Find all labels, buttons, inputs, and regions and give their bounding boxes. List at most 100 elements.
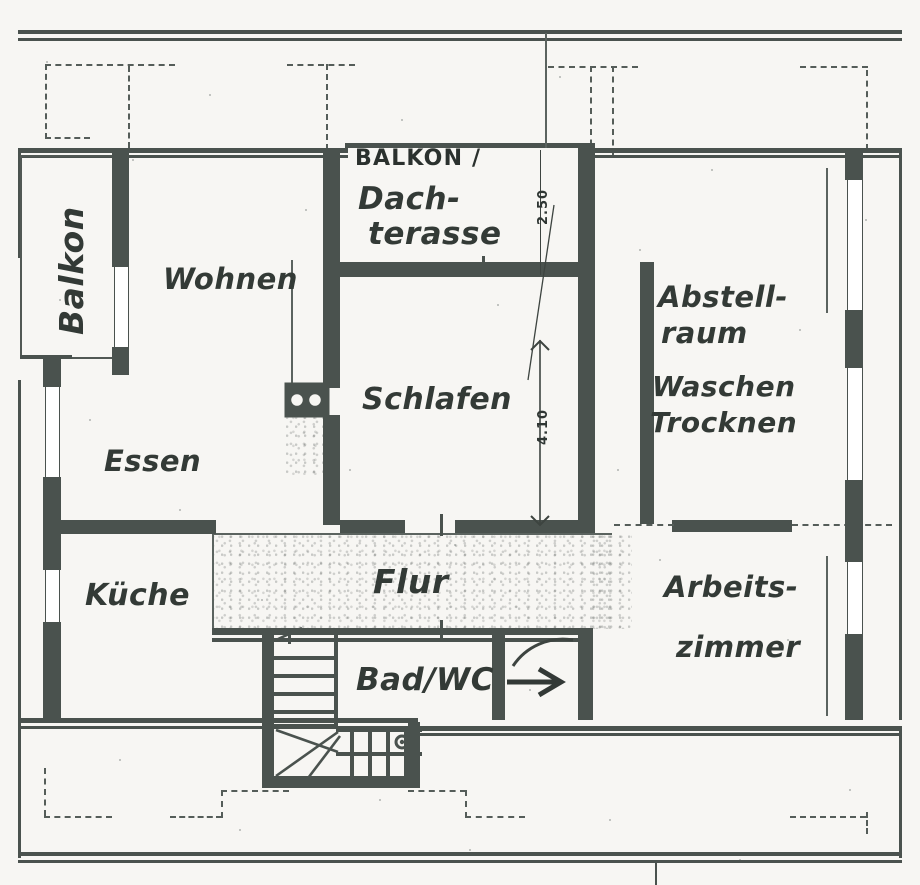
room-label-waschen: Waschen bbox=[652, 370, 796, 403]
balcony-left-bottom-pier bbox=[43, 355, 61, 387]
exterior-wall-left-lower bbox=[18, 380, 21, 720]
room-label-dachterrasse-line1: Dach- bbox=[358, 181, 461, 217]
bottom-band-top-wall-2 bbox=[418, 726, 902, 731]
roof-dash-2 bbox=[45, 64, 47, 139]
room-label-schlafen: Schlafen bbox=[362, 382, 513, 417]
schlafen-wall-bottom-left bbox=[340, 520, 405, 534]
badwc-wall-left bbox=[492, 628, 505, 720]
kueche-wall-left-lower bbox=[43, 622, 61, 720]
upper-wall-right-inner bbox=[594, 155, 902, 158]
flur-outline-left bbox=[212, 533, 214, 629]
stove-icon bbox=[284, 382, 330, 418]
room-label-bad-wc: Bad/WC bbox=[356, 662, 495, 698]
schlafen-wall-right bbox=[578, 262, 595, 524]
roof-dash-b1 bbox=[44, 768, 46, 816]
roof-dash-b8 bbox=[465, 816, 525, 818]
upper-wall-left bbox=[18, 148, 348, 153]
room-label-balkon-left: Balkon bbox=[52, 206, 91, 335]
kitchen-counter-shading bbox=[286, 415, 326, 475]
door-arrow-right-icon bbox=[507, 666, 566, 698]
room-label-arbeitszimmer-line2: zimmer bbox=[676, 630, 801, 664]
wohnen-partition-line bbox=[291, 260, 293, 385]
wall-tick-center bbox=[440, 514, 443, 536]
roof-dash-b5 bbox=[221, 790, 289, 792]
wall-tick-terrace-center bbox=[482, 256, 485, 276]
flur-shading bbox=[212, 534, 612, 629]
exterior-wall-right-bottom-band bbox=[899, 726, 902, 858]
balcony-left-inner-wall-upper bbox=[112, 152, 129, 267]
roof-dash-b6 bbox=[408, 790, 466, 792]
right-wall-seg-3 bbox=[845, 480, 863, 562]
room-label-trocknen: Trocknen bbox=[650, 406, 798, 439]
terrace-wall-right bbox=[578, 148, 595, 273]
arbeitszimmer-window bbox=[847, 562, 863, 634]
stair-wall-left bbox=[262, 628, 274, 788]
schlafen-wall-left-lower bbox=[323, 415, 340, 525]
abstellraum-window-2 bbox=[847, 368, 863, 480]
room-label-abstellraum-line2: raum bbox=[661, 316, 748, 350]
roof-dash-6 bbox=[326, 64, 328, 150]
roof-dash-8 bbox=[590, 66, 592, 156]
bottom-band-top-wall-inner-2 bbox=[418, 733, 902, 736]
balcony-left-window bbox=[114, 267, 129, 347]
flur-outline-top bbox=[212, 533, 612, 535]
roof-dash-b10 bbox=[866, 812, 868, 834]
roof-dash-1 bbox=[45, 64, 175, 66]
staircase-icon bbox=[274, 626, 422, 788]
roof-dash-11 bbox=[866, 70, 868, 150]
roof-outline-top-inner bbox=[18, 38, 902, 41]
balcony-left-inner-wall-lower bbox=[112, 347, 129, 375]
dim-4-10-label: 4.10 bbox=[536, 408, 551, 445]
badwc-wall-right bbox=[578, 628, 593, 720]
abstellraum-bottom-dash-2 bbox=[792, 524, 892, 526]
terrace-divider-line bbox=[545, 33, 547, 148]
kueche-wall-left-upper bbox=[43, 522, 61, 570]
right-wall-seg-1 bbox=[845, 148, 863, 180]
right-wall-seg-2 bbox=[845, 310, 863, 368]
room-label-wohnen: Wohnen bbox=[163, 262, 298, 296]
essen-window-left bbox=[45, 387, 60, 477]
wall-tick-flur-center bbox=[440, 620, 443, 638]
roof-dash-3 bbox=[45, 137, 90, 139]
exterior-wall-left-bottom-band bbox=[18, 718, 21, 858]
terrace-top-wall bbox=[345, 143, 595, 148]
abstellraum-bottom-wall bbox=[672, 520, 792, 532]
flur-shading-right bbox=[592, 534, 632, 629]
abstellraum-bottom-dash bbox=[614, 524, 674, 526]
room-label-arbeitszimmer-line1: Arbeits- bbox=[664, 570, 799, 604]
kueche-flur-wall bbox=[61, 520, 216, 534]
upper-wall-right bbox=[594, 148, 902, 153]
roof-dash-10 bbox=[800, 66, 868, 68]
abstellraum-wall-left bbox=[640, 262, 654, 524]
door-jamb-flur-left bbox=[288, 628, 291, 644]
bottom-center-tick bbox=[655, 862, 657, 885]
dim-line-terrace bbox=[540, 150, 541, 275]
bottom-band-top-wall bbox=[18, 718, 418, 723]
room-label-essen: Essen bbox=[104, 444, 202, 478]
roof-dash-b3 bbox=[170, 816, 222, 818]
roof-dash-b2 bbox=[44, 816, 112, 818]
door-swing-badwc bbox=[511, 637, 574, 667]
upper-wall-left-inner bbox=[18, 155, 348, 158]
abstellraum-window-1 bbox=[847, 180, 863, 310]
room-label-balkon-dach: BALKON / bbox=[355, 146, 482, 171]
room-label-kueche: Küche bbox=[85, 578, 190, 613]
roof-dash-7 bbox=[548, 66, 638, 68]
bottom-band-top-wall-inner bbox=[18, 726, 418, 729]
roof-outline-bottom-inner bbox=[18, 860, 902, 863]
room-label-abstellraum-line1: Abstell- bbox=[658, 280, 788, 314]
kueche-window-left bbox=[45, 570, 60, 622]
room-label-flur: Flur bbox=[373, 562, 449, 601]
flur-bottom-wall bbox=[212, 628, 592, 635]
dim-leader-line bbox=[527, 204, 555, 381]
exterior-wall-left-upper bbox=[18, 148, 21, 258]
roof-dash-b4 bbox=[221, 790, 223, 818]
roof-dash-b9 bbox=[790, 816, 866, 818]
right-inner-line-lower bbox=[826, 556, 828, 716]
room-label-dachterrasse-line2: terasse bbox=[368, 216, 502, 252]
roof-dash-5 bbox=[287, 64, 355, 66]
schlafen-wall-left bbox=[323, 148, 340, 388]
roof-dash-b7 bbox=[465, 790, 467, 818]
